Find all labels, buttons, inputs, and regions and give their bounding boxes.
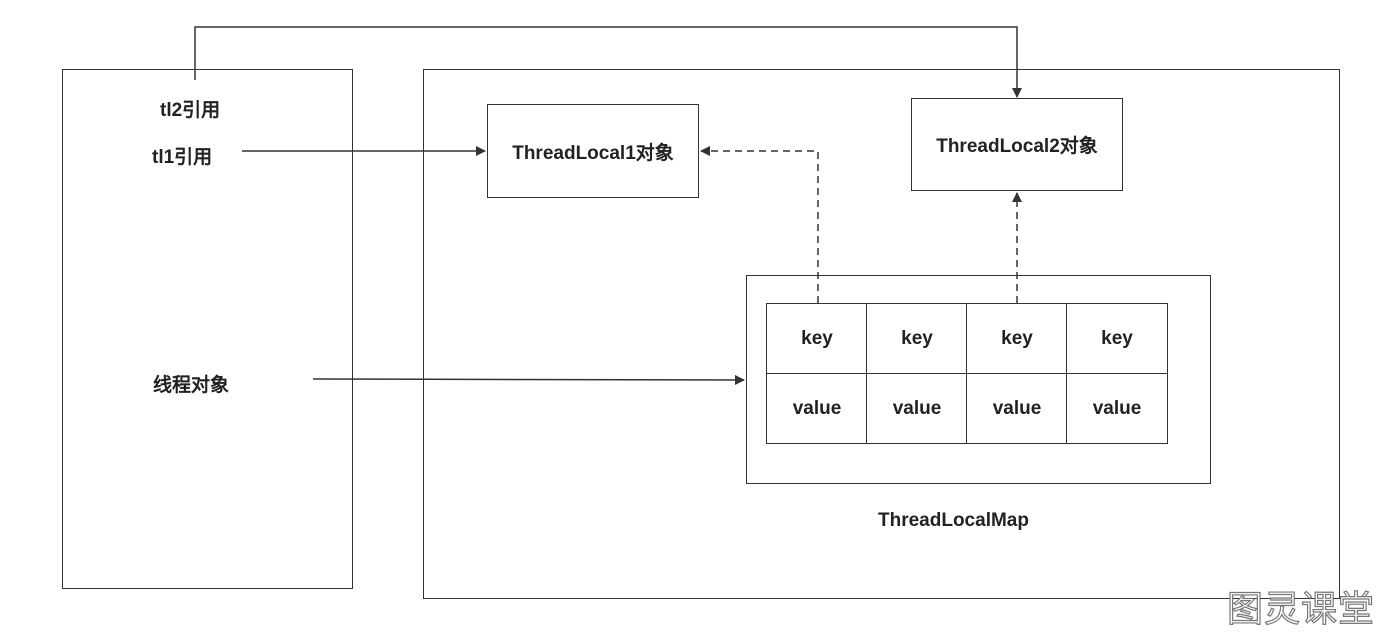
map-value-cell: value [866,373,968,444]
map-key-cell: key [866,303,968,375]
threadlocal2-node: ThreadLocal2对象 [911,98,1123,191]
tl1-ref-label: tl1引用 [152,147,213,168]
map-key-cell: key [966,303,1068,375]
map-value-text: value [892,397,942,419]
map-key-text: key [801,328,833,349]
map-value-cell: value [766,373,868,444]
map-value-cell: value [1066,373,1168,444]
threadlocal1-node: ThreadLocal1对象 [487,104,699,198]
threadlocal1-label: ThreadLocal1对象 [512,142,674,164]
map-key-text: key [1001,328,1033,349]
map-value-text: value [992,397,1042,419]
watermark: 图灵课堂 [1226,588,1375,630]
map-key-cell: key [766,303,868,375]
thread-object-label: 线程对象 [153,375,230,396]
map-key-text: key [901,328,933,349]
map-value-text: value [792,397,842,419]
map-value-text: value [1092,397,1142,419]
threadlocal2-label: ThreadLocal2对象 [936,136,1098,157]
map-key-text: key [1101,328,1133,349]
tl2-ref-label: tl2引用 [160,100,221,121]
threadlocalmap-label: ThreadLocalMap [878,510,1029,531]
threadlocalmap-container [746,275,1211,484]
map-key-cell: key [1066,303,1168,375]
map-value-cell: value [966,373,1068,444]
